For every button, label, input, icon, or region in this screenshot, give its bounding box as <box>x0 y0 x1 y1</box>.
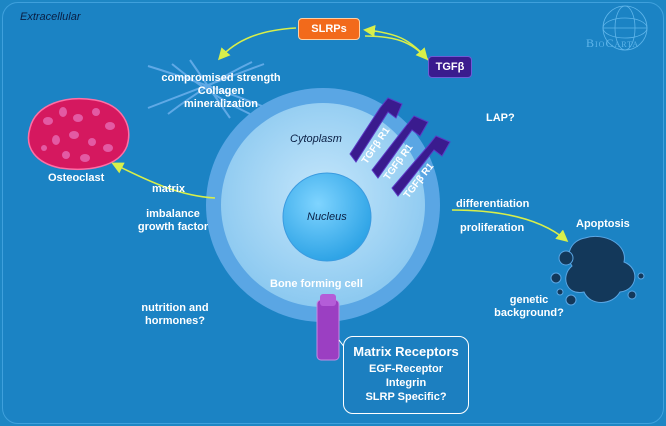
nutrition-text: nutrition and hormones? <box>141 302 209 327</box>
differentiation-label: differentiation <box>456 198 530 210</box>
egf-receptor-item: EGF-Receptor <box>369 363 443 375</box>
cytoplasm-label: Cytoplasm <box>290 133 342 145</box>
nucleus-label: Nucleus <box>307 211 347 223</box>
extracellular-label: Extracellular <box>20 11 81 23</box>
proliferation-label: proliferation <box>460 222 525 234</box>
nucleus-shape <box>282 172 372 262</box>
compromised-strength-text: compromised strength Collagen mineraliza… <box>161 72 281 110</box>
logo-globe-icon <box>602 5 648 51</box>
imbalance-text: imbalance growth factor <box>137 208 209 233</box>
collagen-fibers <box>147 59 265 119</box>
matrix-receptors-box: Matrix Receptors EGF-Receptor Integrin S… <box>343 336 469 414</box>
biocarta-logo: BioCarta <box>586 36 640 50</box>
slrps-node: SLRPs <box>298 18 360 40</box>
lap-label: LAP? <box>486 112 515 124</box>
tgfb-receptors <box>349 97 451 197</box>
bone-forming-cell-label: Bone forming cell <box>270 278 363 290</box>
integrin-item: Integrin <box>385 377 427 389</box>
apoptosis-label: Apoptosis <box>576 218 630 230</box>
osteoclast-label: Osteoclast <box>48 172 105 184</box>
matrix-receptors-title: Matrix Receptors <box>353 344 459 359</box>
slrp-specific-item: SLRP Specific? <box>365 391 447 403</box>
apoptotic-cell <box>550 236 645 306</box>
osteoclast-spots <box>41 107 115 162</box>
genetic-background-text: genetic background? <box>494 294 564 319</box>
matrix-label: matrix <box>152 183 186 195</box>
pathway-arrows <box>111 24 569 242</box>
tgfb-node: TGFβ <box>428 56 472 78</box>
